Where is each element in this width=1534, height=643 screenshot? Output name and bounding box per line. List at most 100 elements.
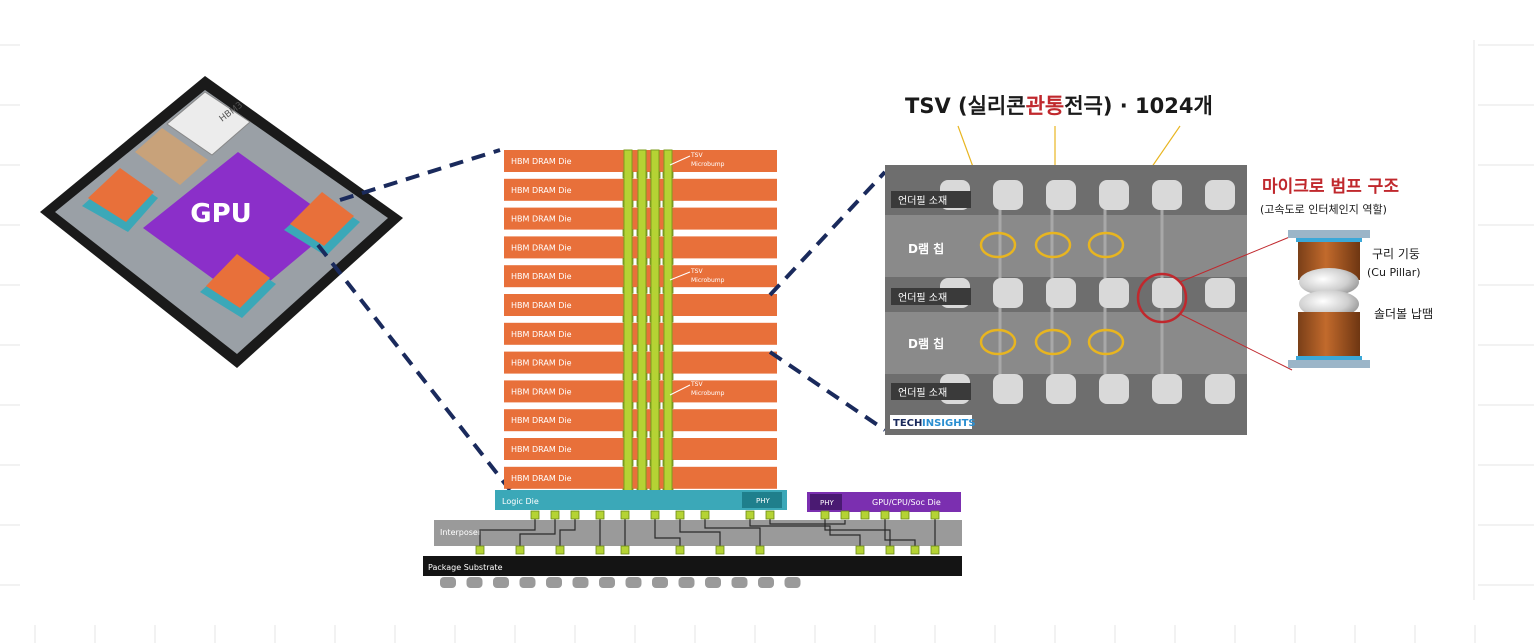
sem-bump: [1205, 278, 1235, 308]
sem-bump: [1205, 374, 1235, 404]
microbump-diagram: [1288, 230, 1370, 368]
dram-die-label: HBM DRAM Die: [511, 445, 572, 454]
svg-text:Microbump: Microbump: [691, 161, 725, 168]
substrate-solder-ball: [678, 577, 695, 588]
underfill-label-3: 언더필 소재: [898, 387, 947, 399]
interposer-top-bump: [595, 510, 605, 520]
underfill-label-2: 언더필 소재: [898, 292, 947, 304]
package-substrate: [423, 556, 962, 576]
interposer-top-bump: [900, 510, 910, 520]
interposer-bumps: [475, 510, 940, 555]
microbump-highlight-circle: [1136, 272, 1188, 324]
substrate-solder-ball: [652, 577, 668, 588]
sem-bump: [1152, 180, 1182, 210]
interposer-bottom-bump: [855, 545, 865, 555]
substrate-solder-ball: [546, 577, 562, 588]
substrate-balls: [440, 577, 801, 588]
bottom-pad-edge: [1296, 356, 1362, 360]
soc-die: [807, 492, 961, 512]
interposer-bottom-bump: [555, 545, 565, 555]
underfill-label-1: 언더필 소재: [898, 195, 947, 207]
substrate-solder-ball: [731, 577, 748, 588]
substrate-solder-ball: [466, 577, 483, 588]
interposer-top-bump: [745, 510, 755, 520]
sem-bump: [1046, 374, 1076, 404]
substrate-solder-ball: [599, 577, 615, 588]
top-pad-edge: [1296, 238, 1362, 242]
sem-bump: [993, 374, 1023, 404]
watermark-insights: INSIGHTS: [922, 418, 976, 429]
hbm-stack-left: [88, 168, 154, 222]
sem-cross-section: 언더필 소재 언더필 소재 언더필 소재 D램 칩 D램 칩 TECH INSI…: [885, 165, 1247, 435]
dram-chip-band-1: [885, 215, 1247, 277]
interposer-top-bump: [550, 510, 560, 520]
sem-bump: [1152, 278, 1182, 308]
dram-die-label: HBM DRAM Die: [511, 330, 572, 339]
sem-bump: [1099, 374, 1129, 404]
substrate-solder-ball: [440, 577, 456, 588]
dram-die-label: HBM DRAM Die: [511, 416, 572, 425]
microbump-title: 마이크로 범프 구조: [1262, 177, 1399, 197]
logic-die-label: Logic Die: [502, 497, 539, 506]
microbump-zoom-lines: [1179, 235, 1293, 371]
interposer: [434, 520, 962, 546]
tsv-title: TSV (실리콘관통전극) · 1024개: [905, 94, 1213, 118]
substrate-solder-ball: [493, 577, 509, 588]
svg-text:TSV: TSV: [690, 381, 703, 388]
sem-bump: [993, 278, 1023, 308]
background-grid: [0, 40, 1534, 643]
dram-die-label: HBM DRAM Die: [511, 157, 572, 166]
tsv-microbump-callout-2: TSV Microbump: [669, 268, 725, 284]
dram-die-label: HBM DRAM Die: [511, 359, 572, 368]
svg-text:TSV: TSV: [690, 152, 703, 159]
callout-lines-stack: [768, 170, 887, 432]
interposer-bottom-bump: [755, 545, 765, 555]
sem-bump: [1205, 180, 1235, 210]
dram-die-label: HBM DRAM Die: [511, 243, 572, 252]
dram-die-label: HBM DRAM Die: [511, 301, 572, 310]
solder-ball-label: 솔더볼 납땜: [1374, 307, 1433, 321]
tsv-rings: [979, 231, 1125, 356]
substrate-solder-ball: [784, 577, 801, 588]
sem-bump: [1099, 278, 1129, 308]
top-pad: [1288, 230, 1370, 238]
interposer-bottom-bump: [885, 545, 895, 555]
interposer-bottom-bump: [620, 545, 630, 555]
interposer-bottom-bump: [910, 545, 920, 555]
copper-pillar-label-en: (Cu Pillar): [1367, 266, 1421, 279]
tsv-microbump-callout-3: TSV Microbump: [669, 381, 725, 397]
interposer-top-bump: [530, 510, 540, 520]
interposer-top-bump: [930, 510, 940, 520]
svg-text:TSV: TSV: [690, 268, 703, 275]
interposer-bottom-bump: [475, 545, 485, 555]
gpu-label: GPU: [190, 199, 252, 229]
soc-phy-label: PHY: [820, 499, 834, 507]
gpu-package: GPU HBM3: [40, 76, 403, 368]
substrate-solder-ball: [625, 577, 642, 588]
hbm-stack-right: [290, 192, 354, 246]
solder-ball-upper: [1299, 268, 1359, 296]
sem-bumps: [940, 180, 1235, 404]
callout-lines-package: [316, 148, 512, 492]
interposer-top-bump: [880, 510, 890, 520]
gpu-die: [143, 152, 338, 302]
soc-die-label: GPU/CPU/Soc Die: [872, 498, 941, 507]
logic-phy-block: [742, 492, 782, 508]
bottom-copper-pillar: [1298, 312, 1360, 356]
svg-text:Microbump: Microbump: [691, 390, 725, 397]
sem-bump: [993, 180, 1023, 210]
dram-die-label: HBM DRAM Die: [511, 215, 572, 224]
hbm-stack-bottom: [206, 254, 270, 308]
substrate-solder-ball: [572, 577, 589, 588]
watermark-tech: TECH: [893, 418, 922, 429]
interposer-top-bump: [570, 510, 580, 520]
dram-chip-label-2: D램 칩: [908, 336, 944, 351]
dram-die-label: HBM DRAM Die: [511, 272, 572, 281]
logic-die: [495, 490, 787, 510]
substrate-solder-ball: [758, 577, 774, 588]
interposer-top-bump: [840, 510, 850, 520]
interposer-top-bump: [700, 510, 710, 520]
logic-phy-label: PHY: [756, 497, 770, 505]
